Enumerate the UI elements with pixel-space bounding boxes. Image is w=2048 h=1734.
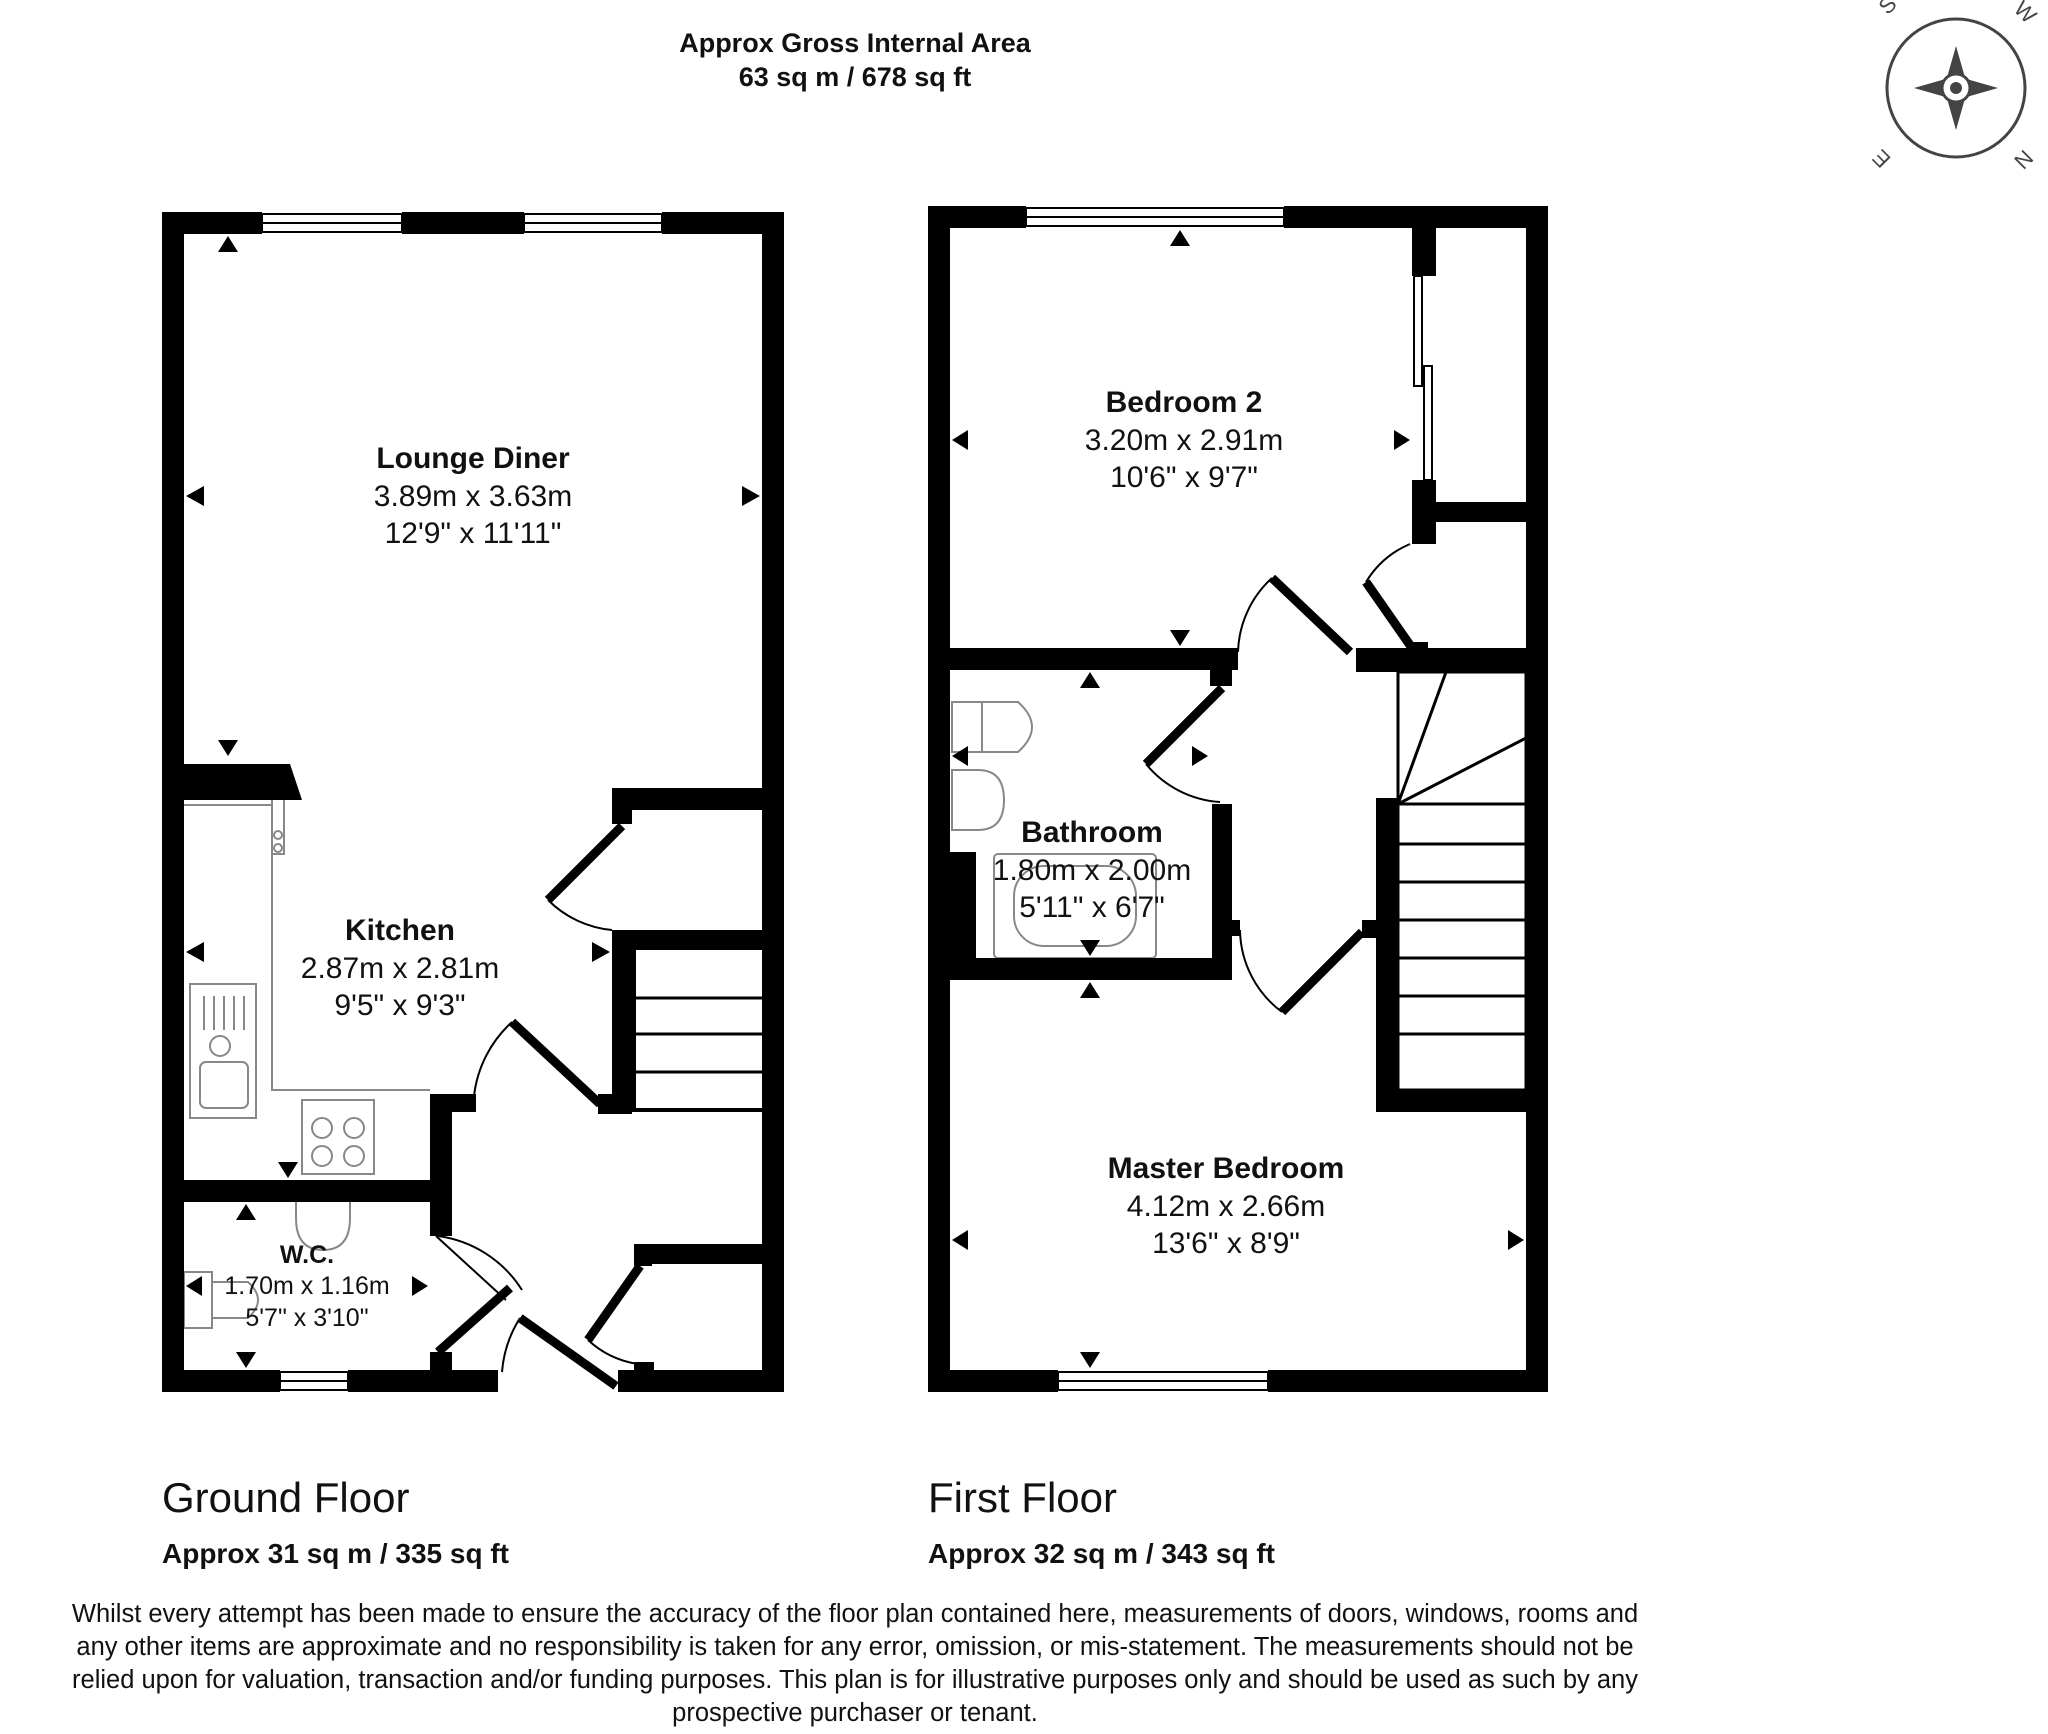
first-floor-stairs [1396, 670, 1528, 1092]
room-imperial: 10'6" x 9'7" [1110, 461, 1258, 494]
room-metric: 4.12m x 2.66m [1126, 1189, 1326, 1223]
room-imperial: 9'5" x 9'3" [334, 989, 466, 1022]
disclaimer-line: prospective purchaser or tenant. [672, 1699, 1038, 1727]
room-metric: 2.87m x 2.81m [300, 951, 500, 985]
room-imperial: 12'9" x 11'11" [384, 517, 562, 550]
disclaimer: Whilst every attempt has been made to en… [0, 1598, 1710, 1730]
room-imperial: 5'11" x 6'7" [1019, 891, 1165, 924]
first-floor-dimension-markers [952, 230, 1524, 1368]
ground-floor-stairs [632, 946, 766, 1112]
ground-floor-walls [162, 212, 784, 1392]
basin-icon [295, 1199, 351, 1252]
compass-letter-s: S [1874, 0, 1902, 19]
first-floor-title: First Floor [928, 1474, 1117, 1521]
first-floor-doors [1142, 543, 1416, 1016]
compass-rose-icon: S W N E [1867, 0, 2041, 174]
hob-icon [301, 1099, 375, 1175]
compass-letter-n: N [2009, 145, 2038, 174]
room-imperial: 5'7" x 3'10" [245, 1303, 369, 1332]
room-label-lounge-diner: Lounge Diner 3.89m x 3.63m 12'9" x 11'11… [374, 440, 572, 553]
first-floor-area: Approx 32 sq m / 343 sq ft [928, 1538, 1275, 1569]
room-label-bathroom: Bathroom 1.80m x 2.00m 5'11" x 6'7" [993, 814, 1191, 927]
room-label-kitchen: Kitchen 2.87m x 2.81m 9'5" x 9'3" [301, 912, 499, 1025]
ground-floor-dimension-markers [186, 236, 760, 1368]
room-name: Master Bedroom [1107, 1152, 1345, 1185]
ground-floor-doors [435, 822, 644, 1390]
first-floor-walls [928, 206, 1548, 1392]
ground-floor-title: Ground Floor [162, 1474, 410, 1521]
ground-floor-plan [162, 212, 784, 1392]
compass-letter-e: E [1867, 145, 1895, 173]
room-metric: 3.20m x 2.91m [1084, 423, 1284, 457]
sink-icon [189, 983, 257, 1119]
ground-floor-area: Approx 31 sq m / 335 sq ft [162, 1538, 509, 1569]
room-label-bedroom-2: Bedroom 2 3.20m x 2.91m 10'6" x 9'7" [1085, 384, 1283, 497]
disclaimer-line: relied upon for valuation, transaction a… [72, 1666, 1638, 1694]
room-metric: 3.89m x 3.63m [373, 479, 573, 513]
room-name: Bedroom 2 [1105, 386, 1263, 419]
room-label-wc: W.C. 1.70m x 1.16m 5'7" x 3'10" [224, 1240, 389, 1334]
disclaimer-line: Whilst every attempt has been made to en… [71, 1600, 1639, 1628]
room-name: Bathroom [1021, 816, 1163, 849]
room-metric: 1.80m x 2.00m [992, 853, 1192, 887]
room-label-master-bedroom: Master Bedroom 4.12m x 2.66m 13'6" x 8'9… [1108, 1150, 1345, 1263]
room-imperial: 13'6" x 8'9" [1152, 1227, 1300, 1260]
ground-floor-windows [261, 213, 663, 1391]
gross-area-title: Approx Gross Internal Area [679, 28, 1031, 58]
basin-icon [951, 769, 1006, 831]
disclaimer-line: any other items are approximate and no r… [76, 1633, 1634, 1661]
gross-area-value: 63 sq m / 678 sq ft [738, 62, 972, 92]
first-floor-plan [928, 206, 1548, 1392]
room-name: Lounge Diner [376, 442, 570, 475]
first-floor-windows [1025, 207, 1433, 1391]
room-metric: 1.70m x 1.16m [224, 1272, 390, 1301]
compass-letter-w: W [2009, 0, 2042, 28]
room-name: W.C. [279, 1241, 335, 1269]
toilet-icon [951, 701, 1033, 753]
room-name: Kitchen [344, 914, 455, 947]
